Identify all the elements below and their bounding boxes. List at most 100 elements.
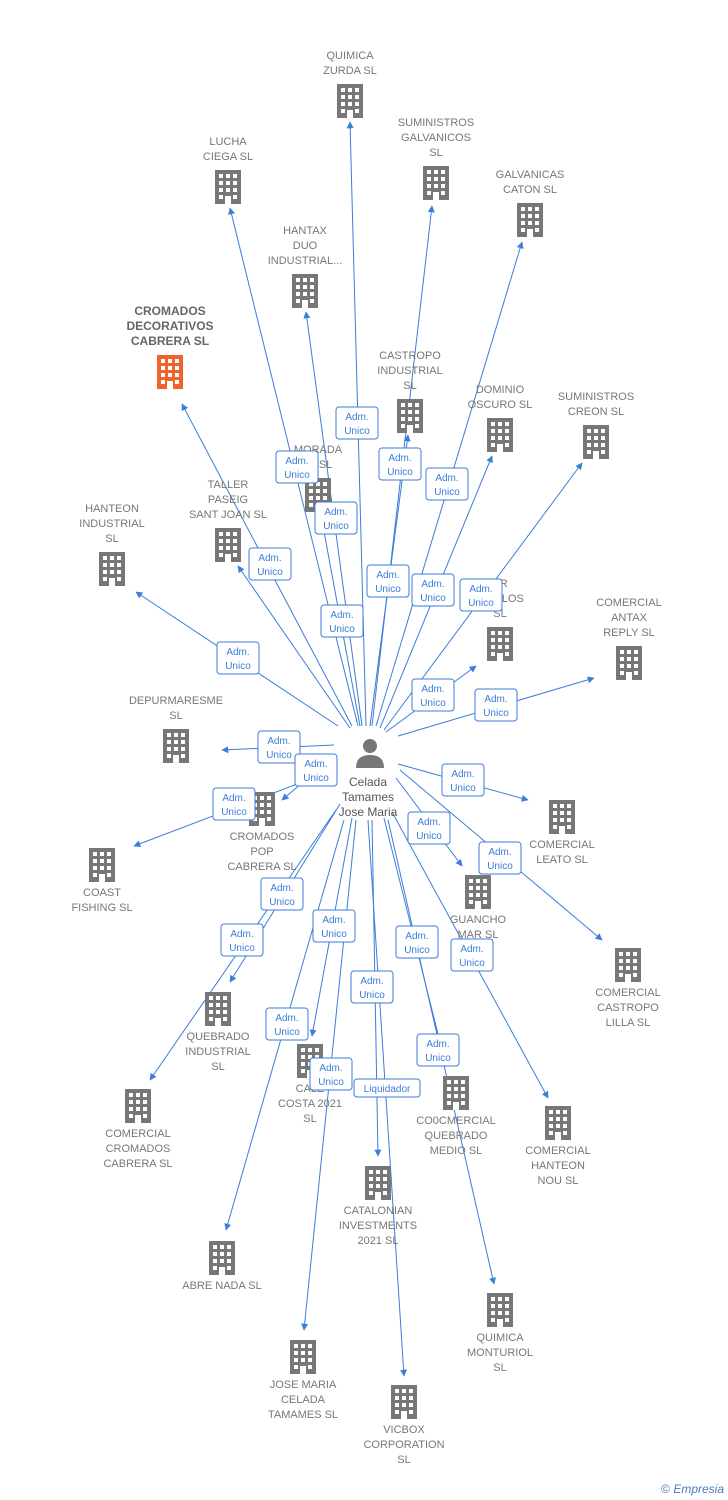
role-badge-suministros-galvanicos[interactable]: Adm.Unico [378, 447, 422, 481]
role-badge-quimica-zurda[interactable]: Adm.Unico [335, 406, 379, 440]
role-badge-suministros-creon[interactable]: Adm.Unico [459, 578, 503, 612]
role-badge-cocomercial-quebrado[interactable]: Adm.Unico [395, 925, 439, 959]
role-badge-caleta-costa[interactable]: Adm.Unico [312, 909, 356, 943]
role-label: Unico [459, 958, 485, 969]
role-badge-vicbox[interactable]: Liquidador [353, 1078, 421, 1098]
role-label: Unico [434, 487, 460, 498]
node-label-line: MONTURIOL [467, 1347, 533, 1359]
role-label: Adm. [222, 793, 245, 804]
building-icon [443, 1076, 469, 1110]
role-label: Adm. [426, 1039, 449, 1050]
role-label: Unico [416, 831, 442, 842]
node-label-line: COMERCIAL [105, 1128, 170, 1140]
node-label-line: JOSE MARIA [270, 1379, 337, 1391]
role-badge-hantax-duo[interactable]: Adm.Unico [314, 501, 358, 535]
building-icon [215, 528, 241, 562]
role-badge-lucha-ciega[interactable]: Adm.Unico [275, 450, 319, 484]
node-label-line: CABRERA SL [131, 334, 209, 348]
role-badge-quebrado-industrial[interactable]: Adm. Unico [260, 877, 304, 911]
role-badge-quimica-monturiol[interactable]: Adm.Unico [416, 1033, 460, 1067]
node-hantax-duo[interactable]: HANTAXDUOINDUSTRIAL... [268, 225, 343, 308]
role-badge-jose-maria-celada[interactable]: Adm.Unico [309, 1057, 353, 1091]
role-badge-coast-fishing[interactable]: Adm.Unico [212, 787, 256, 821]
role-badge-taller-paseig[interactable]: Adm.Unico [248, 547, 292, 581]
role-badge-depurmaresme[interactable]: Adm.Unico [257, 730, 301, 764]
role-badge-box [220, 923, 264, 957]
building-icon [163, 729, 189, 763]
node-label-line: SL [429, 147, 442, 159]
role-label: Unico [269, 897, 295, 908]
role-label: Adm. [270, 883, 293, 894]
role-label: Unico [257, 567, 283, 578]
role-badge-box [312, 909, 356, 943]
role-badge-box [275, 450, 319, 484]
role-label: Liquidador [364, 1084, 411, 1095]
role-label: Adm. [324, 507, 347, 518]
role-badge-cromados-pop[interactable]: Adm.Unico [294, 753, 338, 787]
role-badge-comercial-antax[interactable]: Adm.Unico [474, 688, 518, 722]
node-label-line: ZURDA SL [323, 65, 377, 77]
node-label-line: SL [105, 533, 118, 545]
building-icon [487, 418, 513, 452]
role-badge-comercial-leato[interactable]: Adm.Unico [441, 763, 485, 797]
role-badge-hanteon-industrial[interactable]: Adm.Unico [216, 641, 260, 675]
role-badge-box [294, 753, 338, 787]
node-label-line: CREON SL [568, 406, 624, 418]
node-label-line: SL [403, 380, 416, 392]
role-badge-catalonian-investments[interactable]: Adm.Unico [350, 970, 394, 1004]
node-label-line: INVESTMENTS [339, 1220, 417, 1232]
role-label: Adm. [360, 976, 383, 987]
role-badge-box [366, 564, 410, 598]
role-badge-comercial-cromados[interactable]: Adm.Unico [220, 923, 264, 957]
node-label-line: INDUSTRIAL [79, 518, 144, 530]
node-label-line: GALVANICOS [401, 132, 471, 144]
role-badge-guancho-mar[interactable]: Adm.Unico [407, 811, 451, 845]
node-label-line: CORPORATION [363, 1439, 444, 1451]
role-label: Unico [344, 426, 370, 437]
role-badge-galvanicas-caton[interactable]: Adm.Unico [425, 467, 469, 501]
role-badge-mar-pollos[interactable]: Adm.Unico [411, 678, 455, 712]
role-label: Unico [450, 783, 476, 794]
node-label-line: HANTAX [283, 225, 327, 237]
node-abre-nada[interactable]: ABRE NADA SL [182, 1241, 262, 1292]
role-badge-comercial-hanteon-nou[interactable]: Adm.Unico [450, 938, 494, 972]
person-node[interactable]: Celada Tamames Jose Maria [339, 739, 398, 819]
node-label-line: POP [250, 846, 273, 858]
node-label-line: LEATO SL [536, 854, 588, 866]
role-badge-castropo-industrial[interactable]: Adm.Unico [366, 564, 410, 598]
role-badge-abre-nada[interactable]: Adm.Unico [265, 1007, 309, 1041]
role-badge-comercial-castropo-lilla[interactable]: Adm.Unico [478, 841, 522, 875]
role-label: Unico [318, 1077, 344, 1088]
footer-brand[interactable]: © Empresia [661, 1482, 724, 1496]
role-badge-box [459, 578, 503, 612]
role-badge-morada[interactable]: Adm.Unico [320, 604, 364, 638]
role-badge-dominio-oscuro[interactable]: Adm.Unico [411, 573, 455, 607]
building-icon [290, 1340, 316, 1374]
